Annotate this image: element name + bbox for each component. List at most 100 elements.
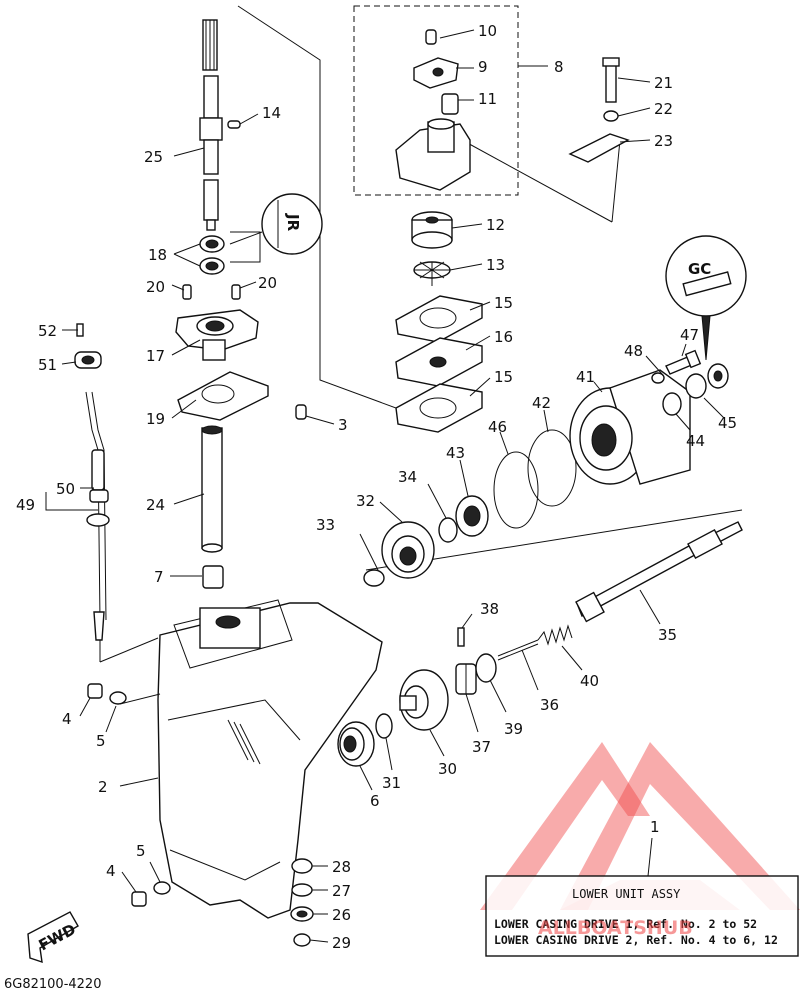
bearing-housing-41 xyxy=(569,369,691,485)
callout-28: 28 xyxy=(332,858,351,876)
callout-numbers: 10 9 11 8 12 13 15 16 15 21 22 23 14 25 … xyxy=(16,22,737,952)
ring-39 xyxy=(475,653,497,683)
callout-25: 25 xyxy=(144,148,163,166)
pinion-gear-32 xyxy=(381,521,435,579)
info-box: LOWER UNIT ASSY LOWER CASING DRIVE 1, Re… xyxy=(485,875,799,957)
gasket-15-lower xyxy=(395,383,483,433)
water-pump-group-frame xyxy=(353,5,519,196)
callout-19: 19 xyxy=(146,410,165,428)
callout-20-right: 20 xyxy=(258,274,277,292)
washer-22 xyxy=(603,110,619,122)
o-ring-46 xyxy=(493,451,539,529)
callout-27: 27 xyxy=(332,882,351,900)
callout-7: 7 xyxy=(154,568,164,586)
callout-41: 41 xyxy=(576,368,595,386)
callout-18: 18 xyxy=(148,246,167,264)
callout-4-lower: 4 xyxy=(106,862,116,880)
callout-35: 35 xyxy=(658,626,677,644)
callout-9: 9 xyxy=(478,58,488,76)
info-box-line-1: LOWER CASING DRIVE 1, Ref. No. 2 to 52 xyxy=(494,917,757,931)
washer-48 xyxy=(651,372,665,384)
callout-5-lower: 5 xyxy=(136,842,146,860)
diagram-code: 6G82100-4220 xyxy=(4,977,101,992)
callout-3: 3 xyxy=(338,416,348,434)
shim-34 xyxy=(438,517,458,543)
plug-4-lower xyxy=(131,881,171,907)
callout-34: 34 xyxy=(398,468,417,486)
insert-11 xyxy=(441,93,459,115)
washer-31 xyxy=(375,713,393,739)
seal-7 xyxy=(202,565,224,589)
oil-seal-45 xyxy=(685,363,729,399)
callout-32: 32 xyxy=(356,492,375,510)
callout-48: 48 xyxy=(624,342,643,360)
callout-37: 37 xyxy=(472,738,491,756)
callout-leaders xyxy=(45,29,725,943)
callout-21: 21 xyxy=(654,74,673,92)
bolt-10 xyxy=(425,29,437,45)
plate-23 xyxy=(568,133,630,163)
callout-31: 31 xyxy=(382,774,401,792)
grease-tag-gc-text: GC xyxy=(688,260,711,278)
callout-22: 22 xyxy=(654,100,673,118)
callout-30: 30 xyxy=(438,760,457,778)
outer-plate-16 xyxy=(395,337,483,387)
callout-20-left: 20 xyxy=(146,278,165,296)
bearing-housing-17 xyxy=(175,309,259,361)
dowel-pin-3 xyxy=(295,404,307,420)
callout-46: 46 xyxy=(488,418,507,436)
callout-1: 1 xyxy=(650,818,660,836)
seal-44 xyxy=(662,392,682,416)
callout-14: 14 xyxy=(262,104,281,122)
grease-tag-jr-text: JR xyxy=(284,213,302,232)
plug-4-upper xyxy=(87,683,127,705)
info-box-title: LOWER UNIT ASSY xyxy=(572,887,681,901)
bearing-18 xyxy=(199,235,225,275)
impeller-housing-12 xyxy=(411,211,453,249)
callout-47: 47 xyxy=(680,326,699,344)
callout-40: 40 xyxy=(580,672,599,690)
callout-26: 26 xyxy=(332,906,351,924)
callout-16: 16 xyxy=(494,328,513,346)
shift-rod-assembly xyxy=(74,323,110,641)
callout-10: 10 xyxy=(478,22,497,40)
callout-11: 11 xyxy=(478,90,497,108)
lower-casing xyxy=(157,599,383,919)
callout-29: 29 xyxy=(332,934,351,952)
pump-housing-8 xyxy=(395,118,471,191)
washer-33 xyxy=(363,569,385,587)
shift-plunger-36 xyxy=(497,639,539,661)
callout-49: 49 xyxy=(16,496,35,514)
callout-43: 43 xyxy=(446,444,465,462)
callout-17: 17 xyxy=(146,347,165,365)
callout-15-upper: 15 xyxy=(494,294,513,312)
callout-39: 39 xyxy=(504,720,523,738)
spring-40 xyxy=(537,624,573,646)
reverse-gear-30 xyxy=(399,669,449,731)
bolt-21 xyxy=(602,57,620,103)
callout-13: 13 xyxy=(486,256,505,274)
bearing-43 xyxy=(455,495,489,537)
impeller-13 xyxy=(413,261,451,286)
bolt-47 xyxy=(665,349,702,375)
callout-23: 23 xyxy=(654,132,673,150)
grease-tag-jr xyxy=(261,193,323,255)
callout-52: 52 xyxy=(38,322,57,340)
callout-38: 38 xyxy=(480,600,499,618)
callout-50: 50 xyxy=(56,480,75,498)
dowel-pin-20a xyxy=(182,284,192,300)
drive-shaft xyxy=(199,19,223,231)
callout-33: 33 xyxy=(316,516,335,534)
callout-36: 36 xyxy=(540,696,559,714)
pin-38 xyxy=(457,627,465,647)
watermark-text: ALLBOATSHUB xyxy=(538,917,693,939)
callout-44: 44 xyxy=(686,432,705,450)
callout-15-lower: 15 xyxy=(494,368,513,386)
callout-51: 51 xyxy=(38,356,57,374)
gasket-15-upper xyxy=(395,295,483,343)
callout-2: 2 xyxy=(98,778,108,796)
callout-45: 45 xyxy=(718,414,737,432)
dog-clutch-37 xyxy=(455,663,477,695)
callout-42: 42 xyxy=(532,394,551,412)
callout-8: 8 xyxy=(554,58,564,76)
